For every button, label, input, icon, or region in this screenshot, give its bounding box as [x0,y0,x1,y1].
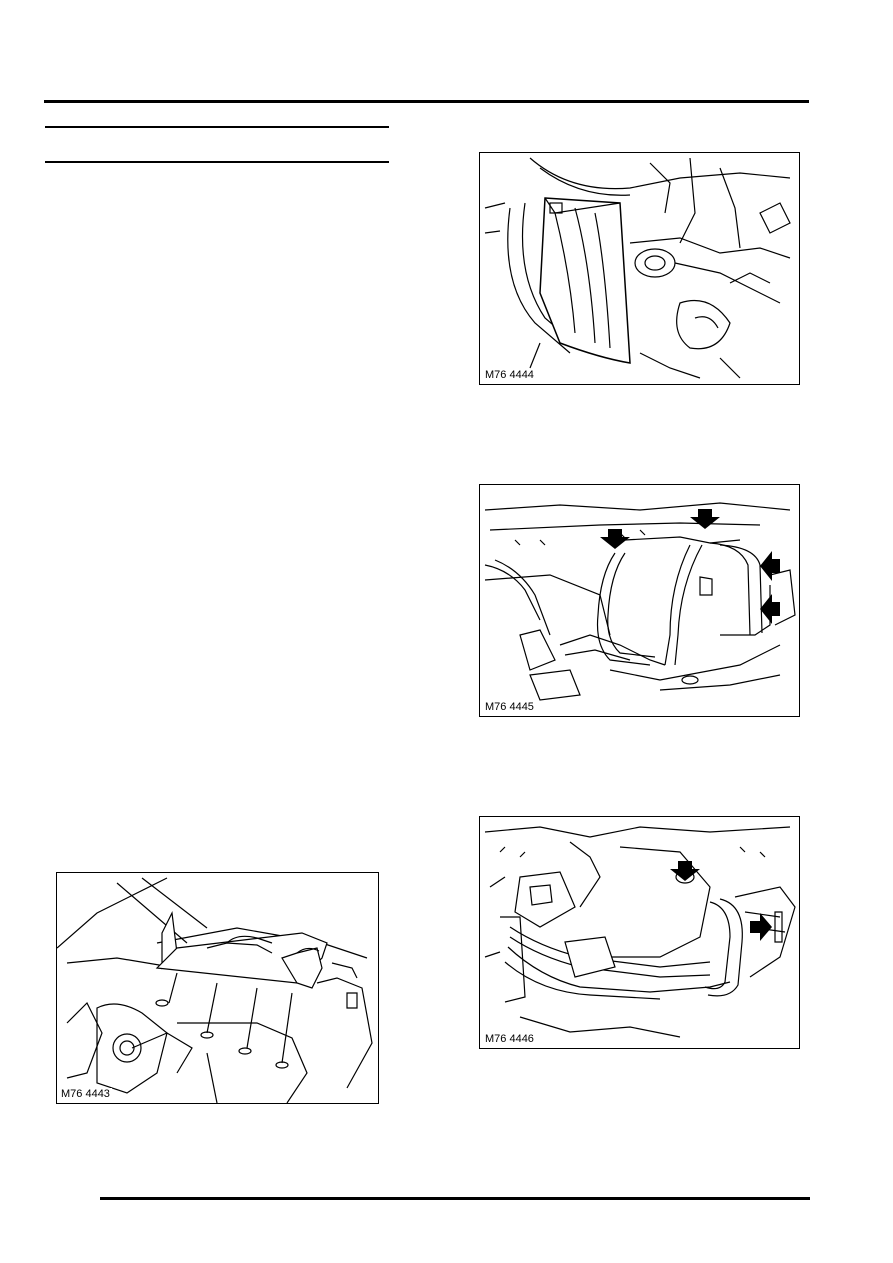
left-arrow-icon [760,594,780,624]
section-rule-top [45,126,389,128]
harness-clips-illustration [484,502,796,701]
down-arrow-icon [670,861,700,881]
left-arrow-icon [760,551,780,581]
arrow-markers [670,861,772,941]
fascia-bracket-illustration [57,877,373,1103]
figure-m76-4443: M76 4443 [56,872,379,1104]
figure-m76-4444: M76 4444 [479,152,800,385]
figure-label: M76 4444 [483,369,536,382]
figure-label: M76 4445 [483,701,536,714]
header-rule [44,100,809,103]
figure-m76-4446: M76 4446 [479,816,800,1049]
harness-connector-illustration [484,826,796,1038]
figure-label: M76 4443 [59,1088,112,1101]
section-rule-bottom [45,161,389,163]
arrow-markers [600,509,780,624]
down-arrow-icon [690,509,720,529]
figure-m76-4445: M76 4445 [479,484,800,717]
cover-bag-illustration [484,157,791,379]
footer-rule [100,1197,810,1200]
down-arrow-icon [600,529,630,549]
figure-label: M76 4446 [483,1033,536,1046]
right-arrow-icon [750,913,772,941]
